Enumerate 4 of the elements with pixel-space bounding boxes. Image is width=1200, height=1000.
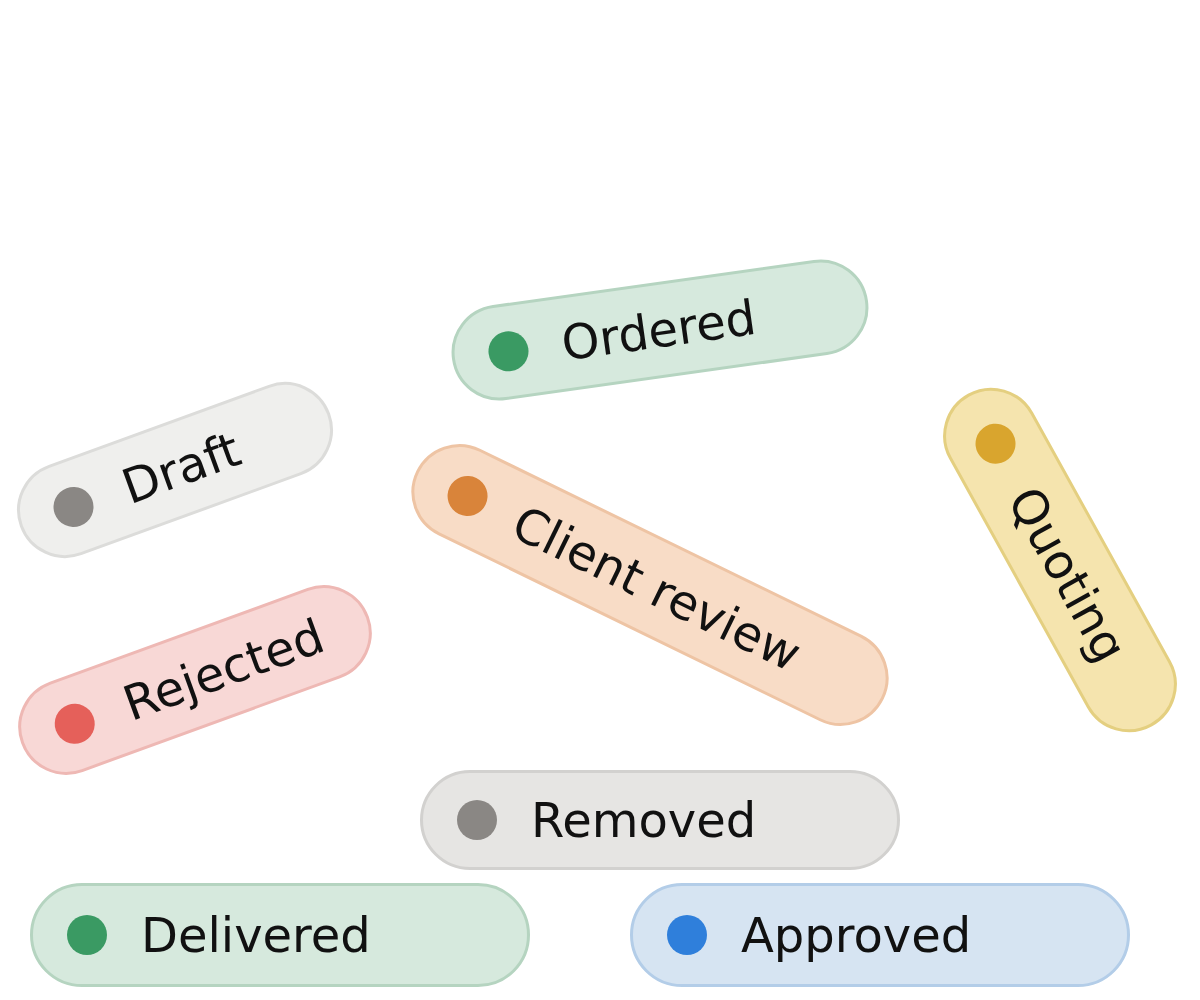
status-label: Removed [531,796,757,844]
status-label: Draft [116,424,247,511]
status-label: Ordered [558,292,759,368]
status-label: Delivered [141,911,371,959]
